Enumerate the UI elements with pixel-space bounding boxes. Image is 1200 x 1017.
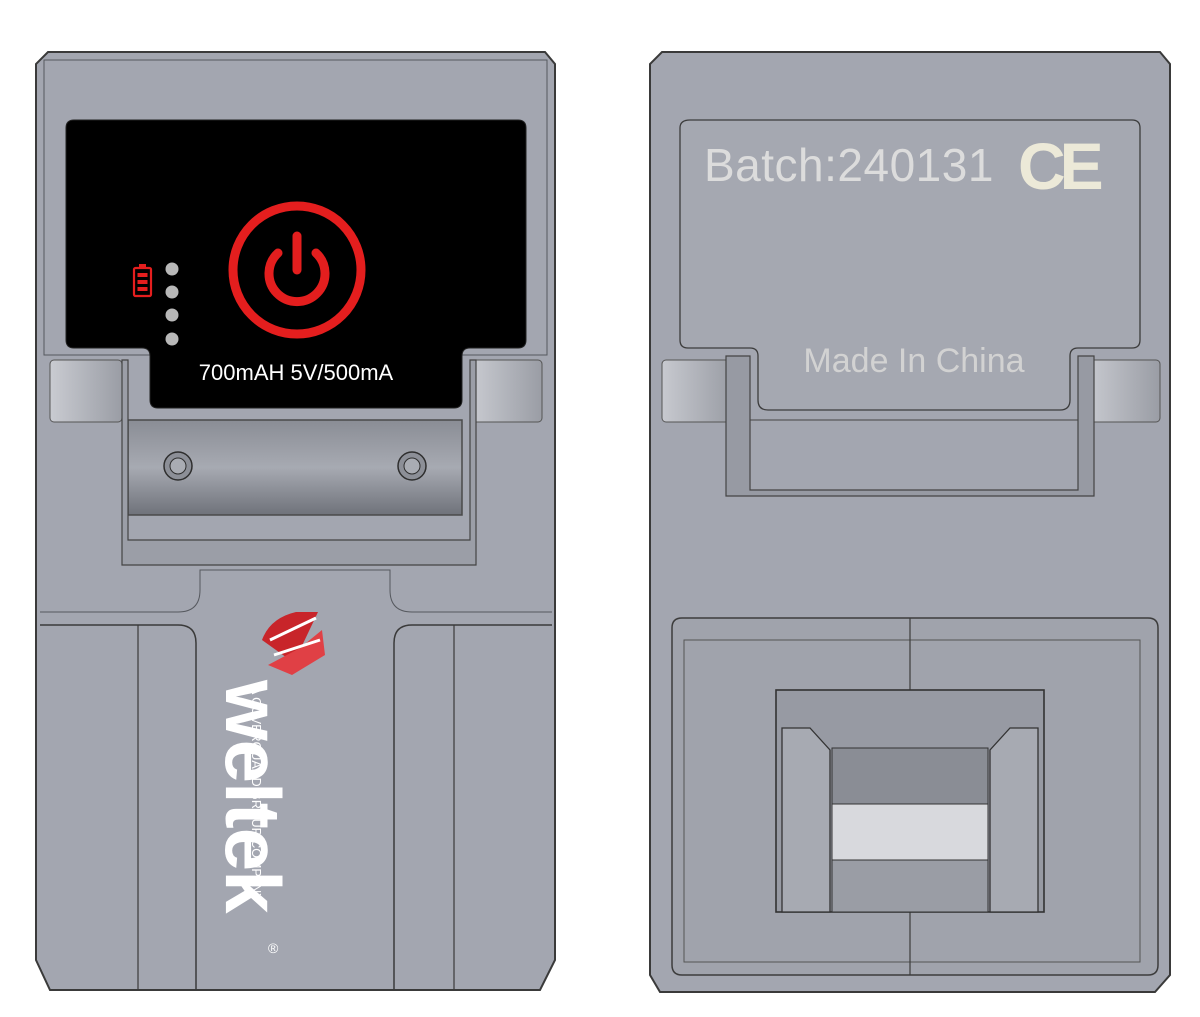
battery-icon <box>132 264 153 298</box>
screw-right <box>397 451 427 481</box>
front-view: 700mAH 5V/500mA weltek A COVERGUARD GROU… <box>35 51 556 991</box>
hinge-wing-left <box>49 359 123 423</box>
origin-label: Made In China <box>803 342 1025 380</box>
hinge-wing-right <box>469 359 543 423</box>
screw-left <box>163 451 193 481</box>
power-icon[interactable] <box>228 201 366 339</box>
clip-socket <box>775 689 1045 913</box>
label-plate <box>679 119 1141 411</box>
batch-label: Batch:240131 <box>704 139 994 191</box>
ce-mark: CE <box>1018 129 1104 203</box>
front-housing-drawing <box>35 51 556 991</box>
weltek-logo-icon <box>262 612 325 675</box>
back-hinge-wing-right <box>1087 359 1161 423</box>
registered-mark: ® <box>268 940 279 956</box>
spec-label: 700mAH 5V/500mA <box>198 360 394 385</box>
back-view: Batch:240131 CE Made In China <box>600 0 1200 1017</box>
brand-tagline: A COVERGUARD GROUP COMPANY <box>249 686 263 902</box>
battery-level-leds <box>165 262 179 346</box>
back-hinge-wing-left <box>661 359 733 423</box>
back-housing-drawing <box>649 51 1171 993</box>
